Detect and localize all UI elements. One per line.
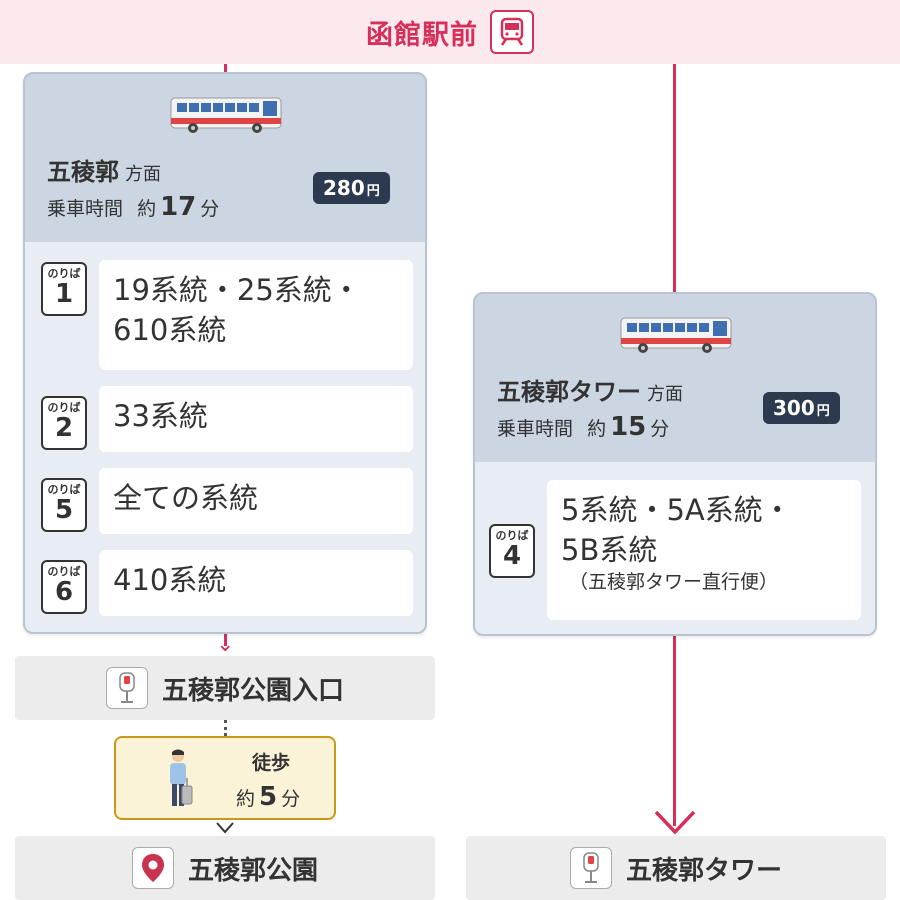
right-route-line-bottom [673, 636, 676, 826]
route-note: （五稜郭タワー直行便） [569, 571, 779, 593]
platform-number: 4 [502, 541, 522, 571]
bus-stop-icon [105, 667, 148, 709]
walk-time-unit: 分 [281, 788, 301, 810]
right-route-arrowhead [654, 810, 696, 835]
route-list-platform-4[interactable]: 5系統・5A系統・ 5B系統 （五稜郭タワー直行便） [547, 480, 861, 620]
destination-title: 五稜郭方面 [47, 152, 161, 187]
platform-badge-6: のりば 6 [41, 560, 87, 614]
platform-number: 1 [54, 279, 74, 309]
left-route-arrow: ⌄ [216, 632, 235, 657]
destination-name: 五稜郭 [47, 158, 119, 186]
right-route-line-top [673, 64, 676, 292]
walking-person-icon [170, 749, 193, 806]
platform-label: のりば [47, 565, 81, 578]
route-list-line1: 5系統・5A系統・ [561, 493, 792, 527]
ride-time-minutes: 17 [160, 192, 197, 222]
ride-time-label: 乗車時間 [497, 418, 574, 440]
platform-badge-5: のりば 5 [41, 478, 87, 532]
ride-time-unit: 分 [650, 418, 670, 440]
left-route-line-mid [224, 634, 227, 646]
ride-time-unit: 分 [200, 198, 220, 220]
walk-label: 徒歩 [252, 752, 291, 774]
origin-station-name: 函館駅前 [366, 19, 478, 51]
route-list-platform-5[interactable]: 全ての系統 [99, 468, 413, 534]
fare-amount: 300 [773, 396, 815, 420]
destination-suffix: 方面 [125, 164, 161, 185]
walk-path-top [224, 720, 227, 736]
route-list-line2: 5B系統 [561, 533, 658, 567]
ride-time-prefix: 約 [587, 418, 607, 440]
bus-icon [620, 317, 732, 353]
ride-time-prefix: 約 [137, 198, 157, 220]
platform-number: 2 [54, 413, 74, 443]
platform-label: のりば [47, 401, 81, 414]
route-list-platform-1[interactable]: 19系統・25系統・610系統 [99, 260, 413, 370]
platform-label: のりば [47, 267, 81, 280]
platform-list: のりば 4 5系統・5A系統・ 5B系統 （五稜郭タワー直行便） [475, 462, 875, 634]
ride-time-label: 乗車時間 [47, 198, 124, 220]
platform-badge-2: のりば 2 [41, 396, 87, 450]
left-route-line-top [224, 64, 227, 74]
fare-unit: 円 [366, 184, 380, 199]
transfer-stop-name: 五稜郭公園入口 [161, 675, 344, 706]
ride-time-minutes: 15 [610, 412, 647, 442]
bus-icon [170, 97, 282, 133]
fare-amount: 280 [323, 176, 365, 200]
destination-stop-park[interactable]: 五稜郭公園 [15, 836, 435, 900]
destination-stop-tower-name: 五稜郭タワー [625, 855, 782, 886]
platform-label: のりば [47, 483, 81, 496]
platform-number: 6 [54, 577, 74, 607]
destination-name: 五稜郭タワー [497, 378, 641, 406]
map-pin-icon [131, 847, 174, 889]
destination-stop-park-name: 五稜郭公園 [187, 855, 318, 886]
platform-label: のりば [495, 529, 529, 542]
platform-list: のりば 1 19系統・25系統・610系統 のりば 2 33系統 のりば 5 全… [25, 242, 425, 632]
bus-stop-icon [569, 847, 612, 889]
origin-header: 函館駅前 [0, 0, 900, 64]
route-list-platform-2[interactable]: 33系統 [99, 386, 413, 452]
route-list-platform-6[interactable]: 410系統 [99, 550, 413, 616]
destination-stop-tower[interactable]: 五稜郭タワー [466, 836, 886, 900]
platform-number: 5 [54, 495, 74, 525]
platform-badge-4: のりば 4 [489, 524, 535, 578]
walk-path-arrow [216, 822, 234, 834]
destination-title: 五稜郭タワー方面 [497, 372, 683, 407]
platform-badge-1: のりば 1 [41, 262, 87, 316]
train-icon [490, 10, 534, 54]
destination-suffix: 方面 [647, 384, 683, 405]
walk-time-prefix: 約 [236, 788, 256, 810]
walk-time-minutes: 5 [259, 782, 278, 812]
fare-unit: 円 [816, 404, 830, 419]
transfer-stop[interactable]: 五稜郭公園入口 [15, 656, 435, 720]
